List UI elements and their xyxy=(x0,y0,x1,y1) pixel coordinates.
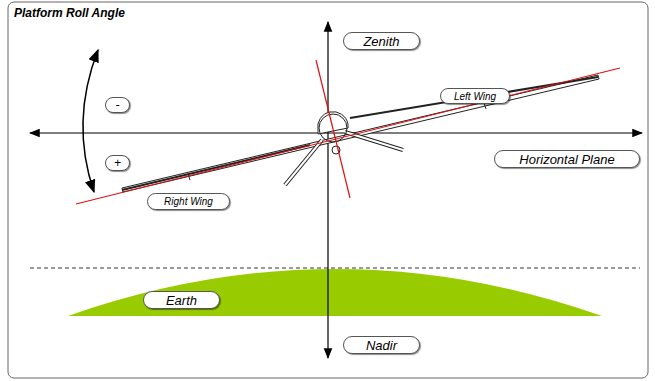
wing-label: Left Wing xyxy=(440,88,510,104)
nadir-label: Nadir xyxy=(343,336,420,354)
vertical-axis xyxy=(327,22,328,358)
diagram-title: Platform Roll Angle xyxy=(14,6,125,20)
horizontal-axis xyxy=(30,132,642,133)
label-text: Left Wing xyxy=(454,91,496,102)
plane-label: Horizontal Plane xyxy=(494,150,640,168)
label-text: Earth xyxy=(166,293,197,308)
platform-vertical-line xyxy=(316,60,350,198)
frame xyxy=(8,2,648,378)
roll-arrow xyxy=(83,50,98,192)
roll-reference-line xyxy=(76,68,620,204)
wing-label: Right Wing xyxy=(147,193,230,210)
label-text: - xyxy=(116,98,120,112)
label-text: Right Wing xyxy=(164,196,213,207)
label-text: Zenith xyxy=(363,34,399,49)
zenith-label: Zenith xyxy=(343,32,420,50)
earth-surface xyxy=(68,269,602,316)
label-text: Nadir xyxy=(366,338,397,353)
dashed-horizon xyxy=(30,268,640,269)
roll-sign: + xyxy=(105,155,130,171)
label-text: Horizontal Plane xyxy=(519,152,614,167)
roll-sign: - xyxy=(105,97,130,113)
earth-label: Earth xyxy=(143,291,220,309)
label-text: + xyxy=(114,156,121,170)
